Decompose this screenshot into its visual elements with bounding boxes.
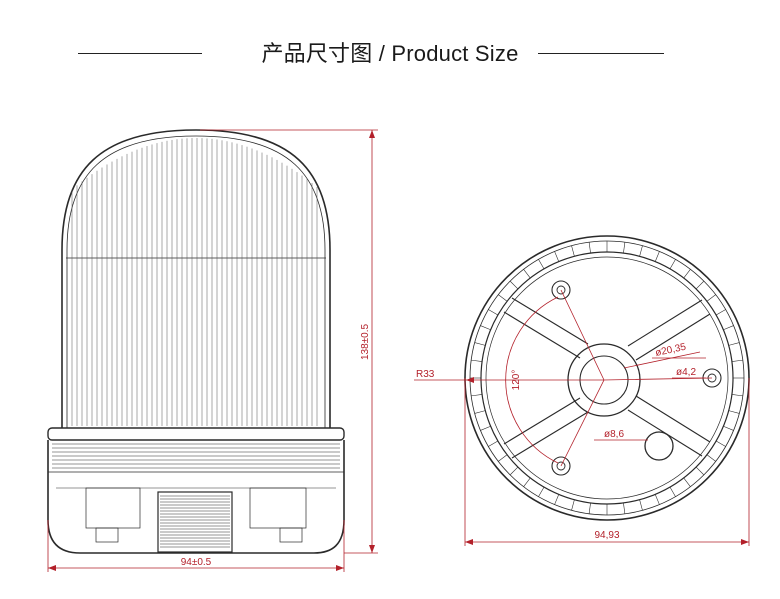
width-arrow-left: [48, 565, 56, 571]
height-arrow-bottom: [369, 545, 375, 553]
rim-scallops: [470, 241, 744, 515]
rim-scallop: [474, 342, 486, 346]
angle-ray-top: [560, 289, 605, 381]
overall-arrow-right: [741, 539, 749, 545]
cable-entry-hole: [644, 431, 674, 461]
dome-ribs: [71, 138, 318, 426]
screw-hole-top-inner: [556, 285, 566, 295]
rim-scallop: [480, 425, 491, 431]
base-collar-threads: [52, 443, 340, 469]
base-detail-right-small: [279, 527, 303, 543]
rim-scallop: [683, 477, 691, 487]
spoke-upper-left-a: [503, 311, 581, 359]
cable-hole-label: ø8,6: [604, 429, 624, 440]
width-label: 94±0.5: [181, 557, 212, 568]
rim-scallop: [588, 502, 591, 514]
spoke-upper-right-a: [627, 299, 703, 347]
radius-label: R33: [416, 369, 435, 380]
screw-hole-bottom-inner: [556, 461, 566, 471]
base-body: [47, 440, 345, 554]
rim-scallop: [623, 502, 626, 514]
spoke-upper-right-b: [635, 313, 711, 361]
rim-scallop: [498, 294, 508, 302]
rim-scallop: [706, 294, 716, 302]
base-detail-left: [85, 487, 141, 529]
rim-scallop: [731, 394, 743, 397]
rim-scallop: [639, 245, 643, 257]
center-thread-lines: [160, 495, 230, 548]
angle-label: 120°: [511, 370, 522, 391]
front-view: [47, 129, 345, 554]
screw-hole-label: ø4,2: [676, 367, 696, 378]
rim-scallop: [683, 269, 691, 279]
rim-scallop: [731, 359, 743, 362]
title-rule-left: [78, 53, 202, 54]
rim-scallop: [538, 486, 545, 497]
rim-scallop: [509, 280, 519, 290]
center-thread-post: [157, 491, 233, 553]
rim-scallop: [669, 259, 676, 270]
rim-scallop: [728, 410, 740, 414]
rim-scallop: [480, 325, 491, 331]
dome-outline: [61, 129, 331, 428]
screw-hole-top: [551, 280, 571, 300]
front-dimensions: [47, 129, 378, 572]
rim-scallop: [488, 309, 499, 316]
rim-scallop: [654, 251, 660, 262]
rim-scallop: [471, 359, 483, 362]
spoke-lower-left-a: [503, 397, 581, 445]
screw-hole-bottom: [551, 456, 571, 476]
width-arrow-right: [336, 565, 344, 571]
dome-inner-outline: [66, 135, 326, 428]
rim-scallop: [728, 342, 740, 346]
overall-arrow-left: [465, 539, 473, 545]
rim-scallop: [654, 494, 660, 505]
rim-scallop: [588, 242, 591, 254]
rim-scallop: [523, 477, 531, 487]
rim-scallop: [715, 440, 726, 447]
rim-scallop: [474, 410, 486, 414]
spoke-upper-left-b: [511, 297, 589, 345]
spoke-lower-left-b: [511, 411, 589, 459]
overall-width-label: 94,93: [594, 530, 619, 541]
title-rule-right: [538, 53, 664, 54]
rim-scallop: [498, 454, 508, 462]
base-detail-right: [249, 487, 307, 529]
rim-scallop: [523, 269, 531, 279]
rim-scallop: [471, 394, 483, 397]
angle-arc: [505, 296, 559, 464]
rim-scallop: [509, 466, 519, 476]
rim-scallop: [488, 440, 499, 447]
page-title: 产品尺寸图 / Product Size: [261, 41, 519, 66]
rim-scallop: [571, 245, 575, 257]
center-hole-label: ø20,35: [654, 342, 687, 359]
height-label: 138±0.5: [360, 324, 371, 361]
base-collar: [47, 427, 345, 441]
bottom-dimensions: [414, 289, 750, 546]
rim-scallop: [554, 251, 560, 262]
rim-scallop: [723, 425, 734, 431]
inner-ring-2: [485, 256, 729, 500]
rim-scallop: [695, 280, 705, 290]
rim-scallop: [571, 499, 575, 511]
rim-scallop: [723, 325, 734, 331]
rim-scallop: [554, 494, 560, 505]
rim-scallop: [706, 454, 716, 462]
height-arrow-top: [369, 130, 375, 138]
rim-scallop: [695, 466, 705, 476]
rim-scallop: [538, 259, 545, 270]
rim-scallop: [669, 486, 676, 497]
rim-scallop: [623, 242, 626, 254]
rim-scallop: [639, 499, 643, 511]
rim-scallop: [715, 309, 726, 316]
base-detail-left-small: [95, 527, 119, 543]
header: 产品尺寸图 / Product Size: [0, 30, 780, 70]
spoke-lower-right-b: [635, 395, 711, 443]
center-hole-leader: [623, 351, 701, 369]
radius-arrow: [466, 377, 474, 383]
angle-ray-bottom: [560, 379, 605, 467]
